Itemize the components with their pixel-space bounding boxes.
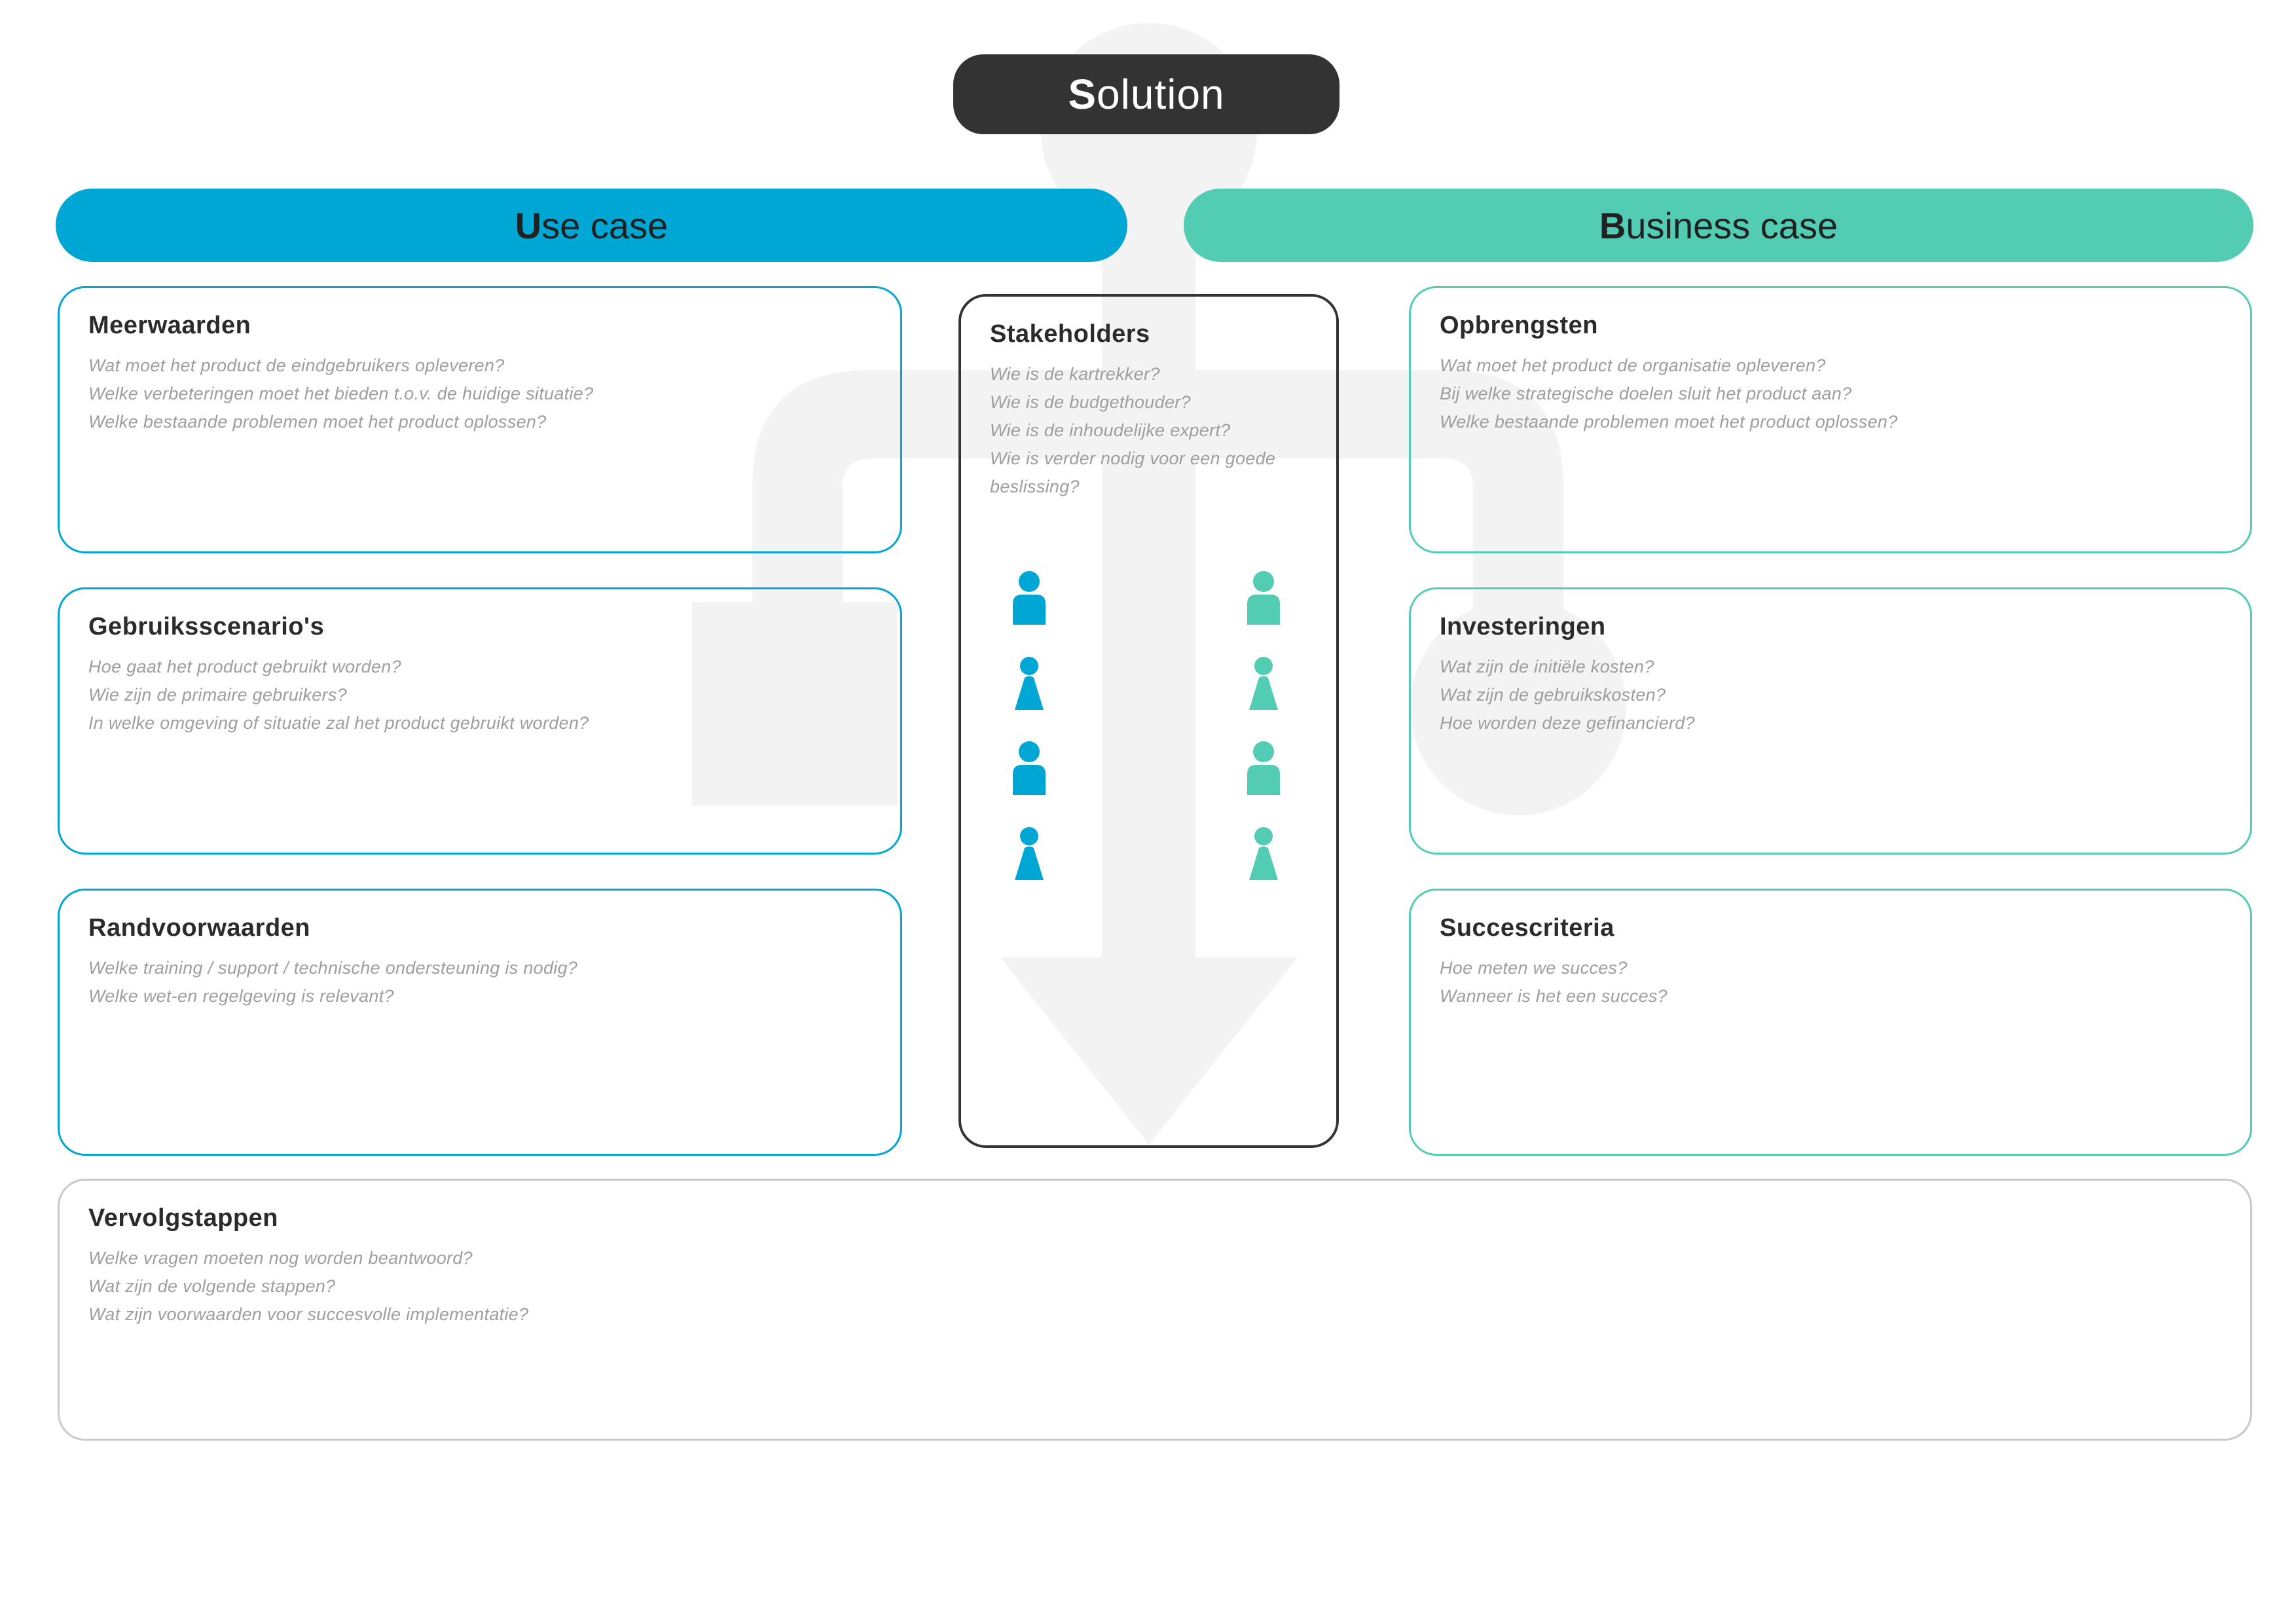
meerwaarden-questions: Wat moet het product de eindgebruikers o… <box>88 352 871 436</box>
succescriteria-questions: Hoe meten we succes? Wanneer is het een … <box>1440 954 2221 1010</box>
person-female-icon <box>1249 657 1278 710</box>
question: Wie is de inhoudelijke expert? <box>990 420 1231 440</box>
investeringen-questions: Wat zijn de initiële kosten? Wat zijn de… <box>1440 653 2221 737</box>
opbrengsten-questions: Wat moet het product de organisatie ople… <box>1440 352 2221 436</box>
business-case-label: Business case <box>1599 204 1838 246</box>
question: Wat zijn de volgende stappen? <box>88 1276 336 1296</box>
question: Wat zijn de initiële kosten? <box>1440 657 1654 676</box>
randvoorwaarden-box: Randvoorwaarden Welke training / support… <box>58 889 902 1156</box>
gebruiksscenarios-questions: Hoe gaat het product gebruikt worden? Wi… <box>88 653 871 737</box>
stakeholders-questions: Wie is de kartrekker? Wie is de budgetho… <box>990 360 1307 501</box>
solution-label: Solution <box>1068 71 1225 118</box>
question: Hoe worden deze gefinancierd? <box>1440 713 1695 733</box>
question: Wat moet het product de eindgebruikers o… <box>88 356 505 375</box>
person-male-icon <box>1247 741 1280 795</box>
question: Wie is verder nodig voor een goede besli… <box>990 449 1276 496</box>
person-male-icon <box>1013 741 1046 795</box>
question: Welke training / support / technische on… <box>88 958 578 978</box>
question: Welke bestaande problemen moet het produ… <box>1440 412 1898 432</box>
succescriteria-title: Succescriteria <box>1440 914 1614 942</box>
gebruiksscenarios-title: Gebruiksscenario's <box>88 613 325 640</box>
vervolgstappen-questions: Welke vragen moeten nog worden beantwoor… <box>88 1244 2221 1329</box>
randvoorwaarden-questions: Welke training / support / technische on… <box>88 954 871 1010</box>
question: Wanneer is het een succes? <box>1440 986 1668 1006</box>
person-female-icon <box>1015 657 1044 710</box>
watermark-block-left <box>692 602 898 805</box>
question: Wie is de budgethouder? <box>990 392 1191 412</box>
randvoorwaarden-title: Randvoorwaarden <box>88 914 311 942</box>
stakeholders-title: Stakeholders <box>990 320 1150 348</box>
business-case-header: Business case <box>1184 189 2253 262</box>
question: Hoe gaat het product gebruikt worden? <box>88 657 401 676</box>
meerwaarden-box: Meerwaarden Wat moet het product de eind… <box>58 286 902 553</box>
watermark-arrow-head <box>1000 957 1298 1145</box>
question: Welke vragen moeten nog worden beantwoor… <box>88 1248 473 1268</box>
opbrengsten-box: Opbrengsten Wat moet het product de orga… <box>1409 286 2252 553</box>
watermark-circle-right <box>1410 599 1626 815</box>
succescriteria-box: Succescriteria Hoe meten we succes? Wann… <box>1409 889 2252 1156</box>
person-male-icon <box>1247 571 1280 625</box>
solution-header: Solution <box>953 54 1339 134</box>
person-male-icon <box>1013 571 1046 625</box>
use-case-header: Use case <box>56 189 1127 262</box>
question: Welke bestaande problemen moet het produ… <box>88 412 547 432</box>
question: Hoe meten we succes? <box>1440 958 1628 978</box>
person-female-icon <box>1015 827 1044 880</box>
investeringen-title: Investeringen <box>1440 613 1606 640</box>
watermark-banner-band <box>752 370 1563 612</box>
vervolgstappen-box: Vervolgstappen Welke vragen moeten nog w… <box>58 1179 2252 1441</box>
question: Wie zijn de primaire gebruikers? <box>88 685 348 705</box>
use-case-label: Use case <box>515 204 668 246</box>
stakeholders-box: Stakeholders Wie is de kartrekker? Wie i… <box>958 294 1339 1148</box>
question: Wie is de kartrekker? <box>990 364 1160 384</box>
question: In welke omgeving of situatie zal het pr… <box>88 713 589 733</box>
watermark-arrow-shaft <box>1102 131 1195 957</box>
question: Welke verbeteringen moet het bieden t.o.… <box>88 384 594 403</box>
vervolgstappen-title: Vervolgstappen <box>88 1204 278 1232</box>
opbrengsten-title: Opbrengsten <box>1440 312 1598 339</box>
gebruiksscenarios-box: Gebruiksscenario's Hoe gaat het product … <box>58 587 902 855</box>
question: Bij welke strategische doelen sluit het … <box>1440 384 1852 403</box>
person-female-icon <box>1249 827 1278 880</box>
question: Welke wet-en regelgeving is relevant? <box>88 986 394 1006</box>
question: Wat moet het product de organisatie ople… <box>1440 356 1826 375</box>
question: Wat zijn de gebruikskosten? <box>1440 685 1666 705</box>
question: Wat zijn voorwaarden voor succesvolle im… <box>88 1304 529 1324</box>
meerwaarden-title: Meerwaarden <box>88 312 251 339</box>
investeringen-box: Investeringen Wat zijn de initiële koste… <box>1409 587 2252 855</box>
